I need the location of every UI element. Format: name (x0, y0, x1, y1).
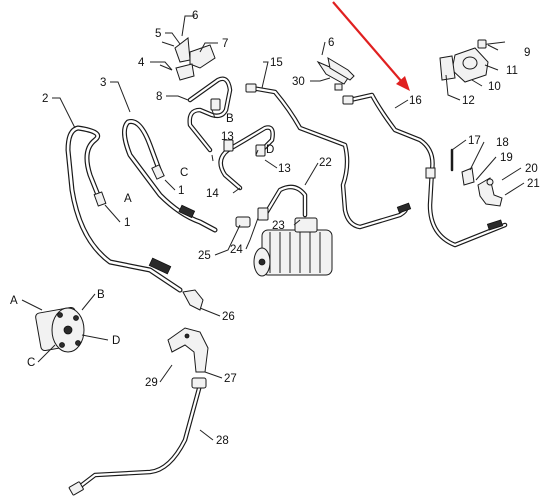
steering-unit (35, 306, 85, 353)
fittings-4-7 (159, 37, 216, 81)
callout-7: 7 (222, 38, 228, 50)
callout-23: 23 (272, 220, 285, 232)
callout-18: 18 (496, 137, 509, 149)
pipe-16 (342, 92, 508, 248)
callout-20: 20 (525, 163, 538, 175)
callout-3: 3 (100, 77, 106, 89)
clamp-9-12 (439, 39, 506, 83)
callout-27: 27 (224, 373, 237, 385)
pipe-28 (68, 377, 207, 496)
callout-26: 26 (222, 311, 235, 323)
callout-28: 28 (216, 435, 229, 447)
pipe-14 (218, 125, 275, 191)
callout-29: 29 (145, 377, 158, 389)
callout-12: 12 (462, 95, 475, 107)
callout-13b: 13 (278, 163, 291, 175)
callout-10: 10 (488, 81, 501, 93)
callout-19: 19 (500, 152, 513, 164)
callout-24: 24 (230, 244, 243, 256)
callout-6b: 6 (328, 37, 334, 49)
callout-9: 9 (524, 47, 530, 59)
pipe-8 (187, 76, 233, 153)
port-letters: A C B D A B C D (10, 113, 274, 369)
port-letter-a2: A (10, 295, 18, 307)
leader-lines (21, 15, 525, 441)
callout-13a: 13 (221, 131, 234, 143)
callout-11: 11 (506, 65, 518, 77)
elbow-26 (182, 289, 204, 311)
callout-21: 21 (527, 178, 540, 190)
callout-16: 16 (409, 95, 422, 107)
callout-1b: 1 (178, 185, 184, 197)
small-parts-17-21 (450, 148, 503, 207)
port-letter-d1: D (266, 144, 274, 156)
callout-4: 4 (138, 57, 145, 69)
callout-25: 25 (198, 250, 211, 262)
port-letter-c2: C (27, 357, 35, 369)
callout-6a: 6 (192, 10, 198, 22)
hydraulic-pump (253, 217, 333, 277)
pipe-15 (245, 83, 412, 230)
callout-labels: 1 1 2 3 4 5 6 6 7 8 9 10 11 12 13 13 14 … (42, 10, 540, 447)
bracket-27 (167, 327, 209, 373)
port-letter-a1: A (124, 193, 132, 205)
callout-5: 5 (155, 28, 161, 40)
port-letter-d2: D (112, 335, 120, 347)
callout-14: 14 (206, 188, 219, 200)
callout-17: 17 (468, 135, 481, 147)
clips-6-30 (316, 56, 355, 91)
callout-2: 2 (42, 93, 48, 105)
port-letter-b2: B (97, 289, 105, 301)
callout-30: 30 (292, 76, 305, 88)
pipe-3 (122, 119, 218, 233)
port-letter-b1: B (226, 113, 234, 125)
callout-15: 15 (270, 57, 283, 69)
callout-8: 8 (156, 91, 162, 103)
pipe-22 (235, 184, 308, 228)
port-letter-c1: C (180, 167, 188, 179)
red-pointer-arrow (332, 1, 410, 91)
callout-1a: 1 (124, 217, 130, 229)
pipe-2 (65, 125, 183, 293)
callout-22: 22 (319, 157, 332, 169)
